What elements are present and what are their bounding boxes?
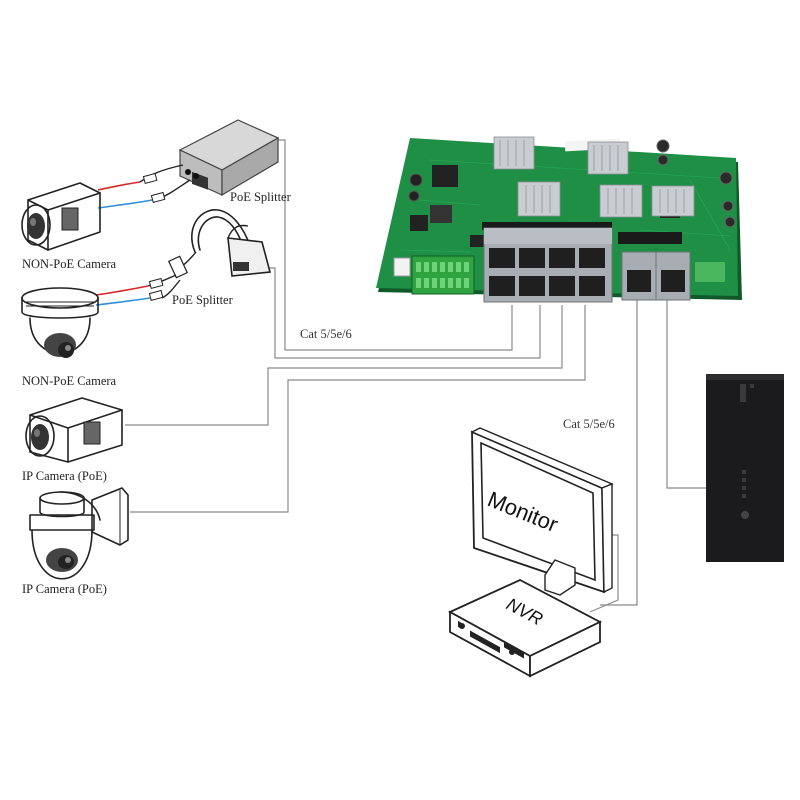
monitor-icon [470, 427, 614, 596]
poe-ports-block [483, 227, 613, 303]
uplink-port [661, 270, 685, 292]
poe-splitter-2 [167, 209, 272, 279]
ip-camera-2-icon [29, 487, 129, 580]
cable-label-left: Cat 5/5e/6 [300, 327, 352, 341]
splitter-1-output-wires [97, 164, 191, 209]
poe-port [579, 248, 605, 268]
pc-tower-icon [706, 374, 784, 562]
poe-port [489, 248, 515, 268]
ip-camera-2-label: IP Camera (PoE) [22, 582, 107, 596]
poe-port [549, 248, 575, 268]
non-poe-camera-1-label: NON-PoE Camera [22, 257, 117, 271]
poe-splitter-1-label: PoE Splitter [230, 190, 292, 204]
ip-camera-1-label: IP Camera (PoE) [22, 469, 107, 483]
cable-uplink-nvr [600, 300, 638, 606]
cable-splitter-1 [268, 139, 513, 351]
poe-port [579, 276, 605, 296]
cable-label-right: Cat 5/5e/6 [563, 417, 615, 431]
non-poe-camera-2-icon [21, 287, 99, 358]
poe-splitter-1 [178, 119, 280, 197]
non-poe-camera-1-icon [21, 182, 101, 251]
poe-port [549, 276, 575, 296]
poe-splitter-2-label: PoE Splitter [172, 293, 234, 307]
cable-ip-camera-1 [125, 305, 563, 426]
splitter-2-output-wires [95, 274, 181, 306]
ip-camera-1-icon [25, 397, 123, 463]
non-poe-camera-2-label: NON-PoE Camera [22, 374, 117, 388]
poe-port [489, 276, 515, 296]
nvr-icon [447, 578, 602, 678]
uplink-ports [621, 251, 725, 301]
cable-uplink-pc [666, 300, 706, 489]
poe-port [519, 248, 545, 268]
uplink-port [627, 270, 651, 292]
cable-ip-camera-2 [130, 305, 586, 513]
poe-port [519, 276, 545, 296]
